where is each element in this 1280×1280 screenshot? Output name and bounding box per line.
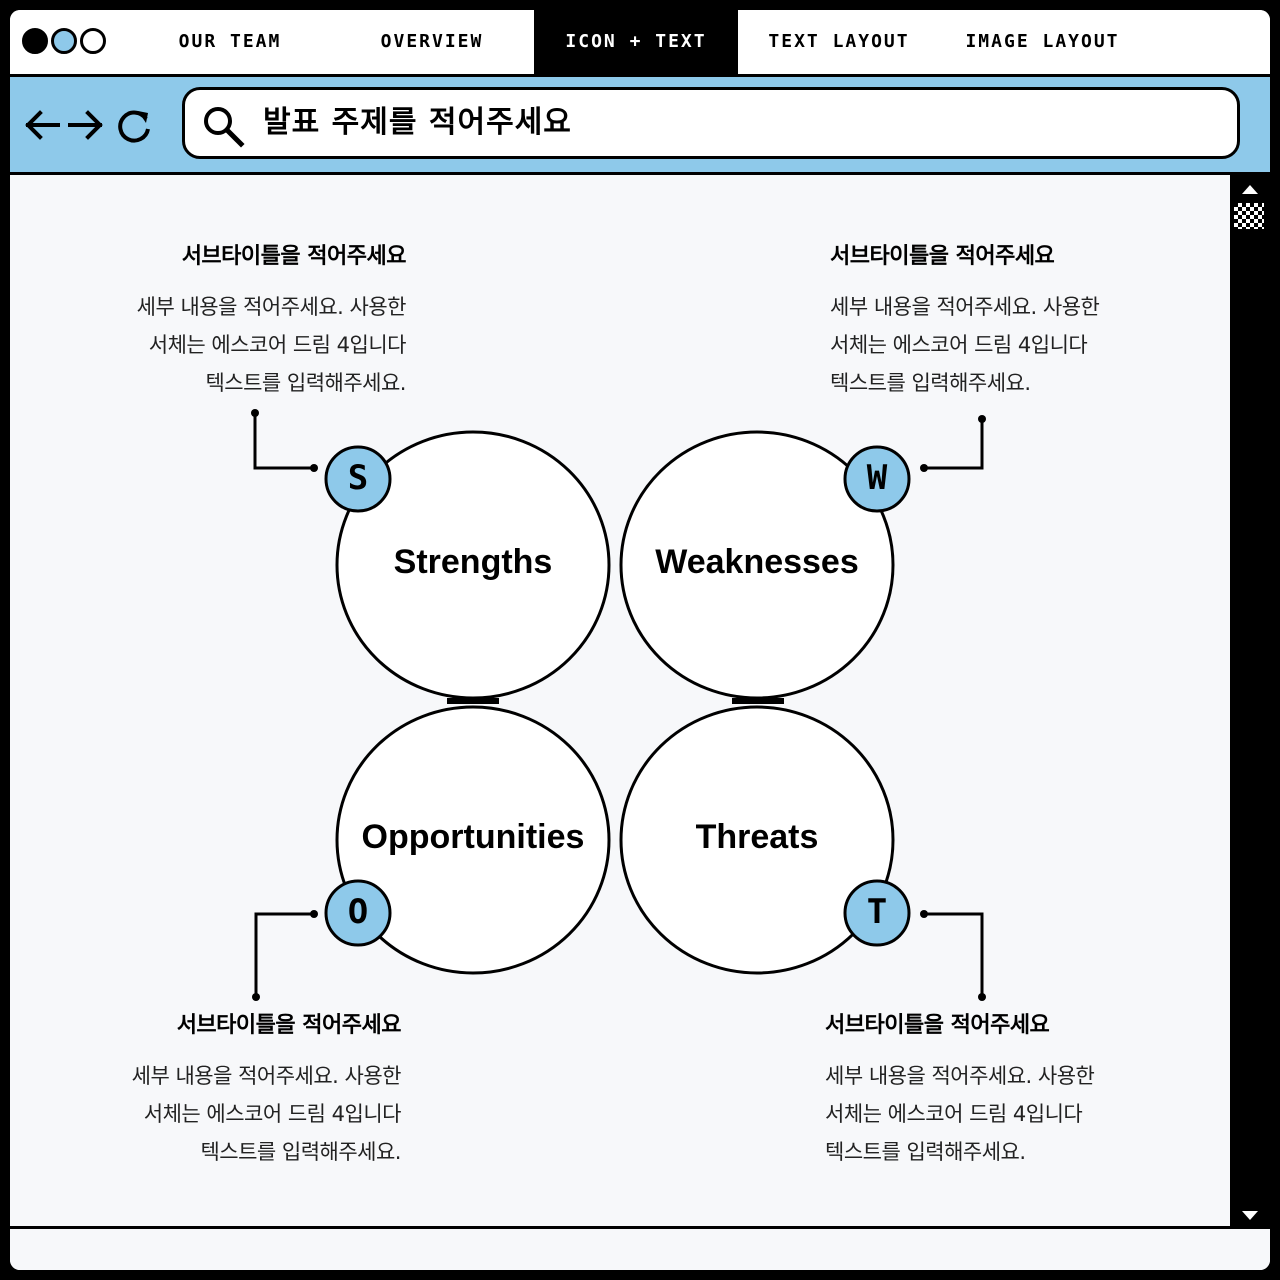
window-controls: [22, 28, 106, 58]
block-line: 세부 내용을 적어주세요. 사용한: [825, 1064, 1095, 1088]
bridge-bar: [732, 698, 784, 704]
tab-overview[interactable]: OVERVIEW: [380, 31, 484, 52]
block-subtitle: 서브타이틀을 적어주세요: [830, 244, 1055, 269]
w-badge-letter: W: [866, 458, 888, 498]
threats-label: Threats: [695, 818, 819, 856]
block-subtitle: 서브타이틀을 적어주세요: [181, 244, 407, 269]
opportunities-description-block: 서브타이틀을 적어주세요 세부 내용을 적어주세요. 사용한 서체는 에스코어 …: [71, 1007, 402, 1171]
weaknesses-label: Weaknesses: [655, 543, 859, 581]
block-subtitle: 서브타이틀을 적어주세요: [176, 1013, 402, 1038]
s-badge-icon: [324, 445, 392, 513]
strengths-circle[interactable]: [335, 430, 611, 700]
connector-dot: [978, 415, 986, 423]
tab-bar: OUR TEAM OVERVIEW ICON + TEXT TEXT LAYOU…: [10, 10, 1270, 74]
w-badge-icon: [843, 445, 911, 513]
vertical-scrollbar[interactable]: [1230, 175, 1270, 1230]
o-badge-letter: O: [347, 892, 369, 932]
tab-text-layout[interactable]: TEXT LAYOUT: [768, 31, 910, 52]
s-badge-letter: S: [347, 458, 369, 498]
block-line: 세부 내용을 적어주세요. 사용한: [830, 295, 1100, 319]
refresh-icon[interactable]: [114, 105, 154, 145]
arrow-right-icon[interactable]: [66, 105, 106, 145]
t-badge-icon: [843, 879, 911, 947]
connector-dot: [310, 464, 318, 472]
block-subtitle: 서브타이틀을 적어주세요: [825, 1013, 1050, 1038]
main-content: S W O T Strengths Weaknesses Opportuniti…: [10, 175, 1230, 1226]
scroll-up-icon[interactable]: [1242, 185, 1258, 194]
threats-circle[interactable]: [619, 705, 895, 975]
strengths-description-block: 서브타이틀을 적어주세요 세부 내용을 적어주세요. 사용한 서체는 에스코어 …: [76, 238, 407, 402]
search-text: 발표 주제를 적어주세요: [263, 105, 572, 140]
connector-w: [924, 419, 984, 470]
address-bar: 발표 주제를 적어주세요: [10, 77, 1270, 172]
connector-dot: [252, 993, 260, 1001]
connector-dot: [920, 910, 928, 918]
block-line: 텍스트를 입력해주세요.: [205, 371, 406, 395]
browser-window: OUR TEAM OVERVIEW ICON + TEXT TEXT LAYOU…: [10, 10, 1270, 1270]
search-icon: [204, 107, 245, 148]
connector-dot: [251, 409, 259, 417]
tab-image-layout[interactable]: IMAGE LAYOUT: [965, 31, 1120, 52]
block-line: 세부 내용을 적어주세요. 사용한: [136, 295, 407, 319]
swot-diagram: [251, 409, 986, 1001]
tab-icon-text[interactable]: ICON + TEXT: [534, 10, 738, 74]
status-bar: [10, 1229, 1270, 1270]
divider: [10, 74, 1270, 77]
divider: [10, 1226, 1270, 1229]
connector-dot: [920, 464, 928, 472]
opportunities-label: Opportunities: [361, 818, 585, 856]
block-line: 서체는 에스코어 드림 4입니다: [825, 1102, 1083, 1126]
o-badge-icon: [324, 879, 392, 947]
t-badge-letter: T: [866, 892, 888, 932]
search-input[interactable]: 발표 주제를 적어주세요: [182, 87, 1240, 159]
block-line: 세부 내용을 적어주세요. 사용한: [131, 1064, 402, 1088]
threats-description-block: 서브타이틀을 적어주세요 세부 내용을 적어주세요. 사용한 서체는 에스코어 …: [825, 1007, 1155, 1171]
minimize-dot-icon[interactable]: [51, 28, 77, 54]
block-line: 텍스트를 입력해주세요.: [825, 1140, 1026, 1164]
connector-dot: [978, 993, 986, 1001]
connector-o: [254, 912, 314, 997]
block-line: 텍스트를 입력해주세요.: [830, 371, 1031, 395]
close-dot-icon[interactable]: [22, 28, 48, 54]
block-line: 서체는 에스코어 드림 4입니다: [143, 1102, 402, 1126]
weaknesses-circle[interactable]: [619, 430, 895, 700]
connector-dot: [310, 910, 318, 918]
scroll-down-icon[interactable]: [1242, 1211, 1258, 1220]
weaknesses-description-block: 서브타이틀을 적어주세요 세부 내용을 적어주세요. 사용한 서체는 에스코어 …: [830, 238, 1160, 402]
connector-t: [924, 912, 984, 997]
block-line: 텍스트를 입력해주세요.: [200, 1140, 401, 1164]
arrow-left-icon[interactable]: [22, 105, 62, 145]
tab-our-team[interactable]: OUR TEAM: [178, 31, 282, 52]
bridge-bar: [447, 698, 499, 704]
strengths-label: Strengths: [393, 543, 553, 581]
block-line: 서체는 에스코어 드림 4입니다: [148, 333, 407, 357]
scroll-thumb[interactable]: [1234, 203, 1264, 229]
connector-s: [253, 413, 316, 470]
opportunities-circle[interactable]: [335, 705, 611, 975]
block-line: 서체는 에스코어 드림 4입니다: [830, 333, 1088, 357]
maximize-dot-icon[interactable]: [80, 28, 106, 54]
divider: [10, 172, 1270, 175]
